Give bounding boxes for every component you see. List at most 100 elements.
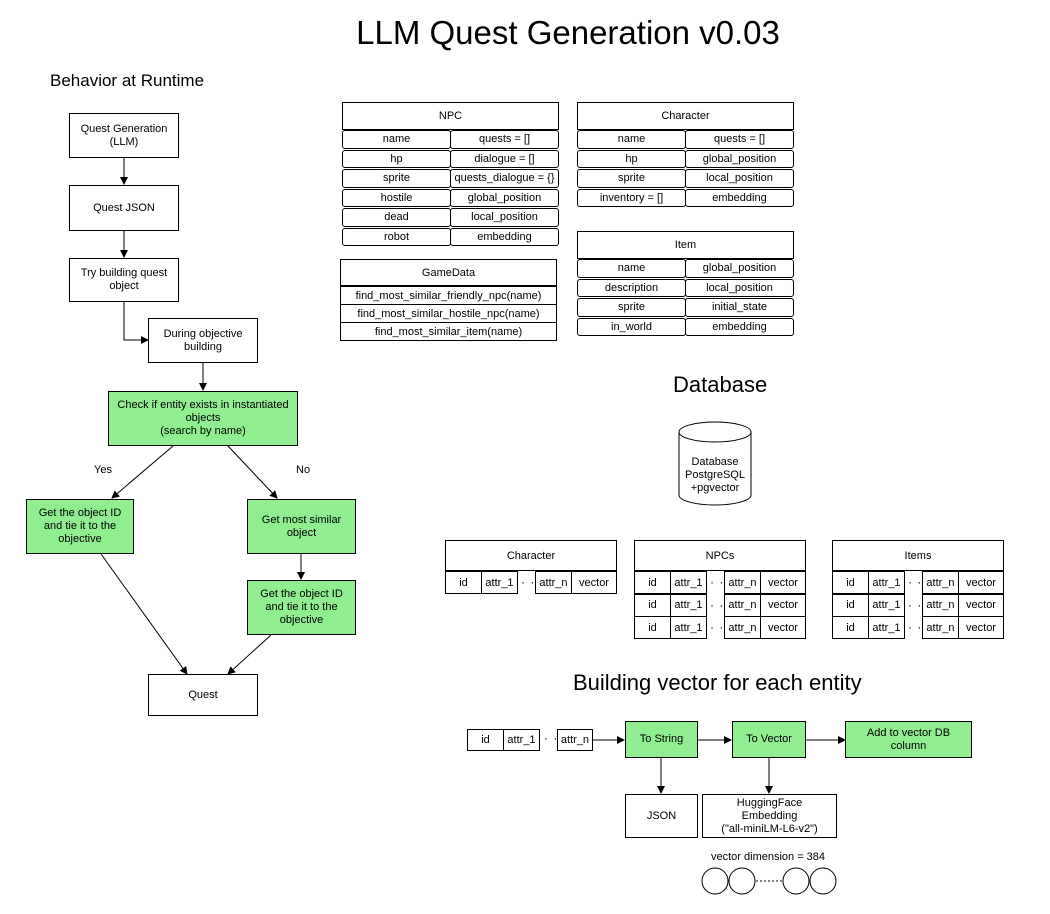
get-object-id-right-node: Get the object ID and tie it to the obje… xyxy=(247,580,356,635)
npc-field: sprite xyxy=(342,169,451,188)
db-attrn-cell: attr_n xyxy=(922,571,959,594)
arrow-check-no xyxy=(227,445,278,499)
db-id-cell: id xyxy=(634,616,671,639)
item-field: sprite xyxy=(577,298,686,317)
item-field: initial_state xyxy=(685,298,794,317)
db-id-cell: id xyxy=(634,571,671,594)
add-to-db-node: Add to vector DB column xyxy=(845,721,972,758)
npc-field: global_position xyxy=(450,188,559,207)
item-field: in_world xyxy=(577,317,686,336)
npc-class-header: NPC xyxy=(342,102,559,130)
json-node: JSON xyxy=(625,794,698,838)
quest-node: Quest xyxy=(148,674,258,716)
most-similar-node: Get most similar object xyxy=(247,499,356,554)
npc-field: robot xyxy=(342,227,451,246)
item-field: local_position xyxy=(685,278,794,297)
db-vector-cell: vector xyxy=(760,571,806,594)
get-object-id-left-node: Get the object ID and tie it to the obje… xyxy=(26,499,134,554)
character-field: sprite xyxy=(577,169,686,188)
npc-field: hp xyxy=(342,149,451,168)
db-id-cell: id xyxy=(832,616,869,639)
npc-field: dead xyxy=(342,208,451,227)
db-vector-cell: vector xyxy=(760,616,806,639)
vector-circle xyxy=(809,867,837,895)
arrow-check-yes xyxy=(111,445,174,499)
db-id-cell: id xyxy=(445,571,482,594)
database-label: Database PostgreSQL +pgvector xyxy=(685,456,745,494)
arrow-left-quest xyxy=(100,553,188,675)
arrow-right-quest xyxy=(227,634,272,675)
vector-dimension-label: vector dimension = 384 xyxy=(711,851,826,863)
db-attr1-cell: attr_1 xyxy=(670,616,707,639)
db-id-cell: id xyxy=(832,571,869,594)
db-attrn-cell: attr_n xyxy=(535,571,572,594)
db-attr1-cell: attr_1 xyxy=(868,571,905,594)
db-attr1-cell: attr_1 xyxy=(481,571,518,594)
database-cylinder xyxy=(678,432,752,506)
db-attrn-cell: attr_n xyxy=(724,593,761,617)
item-field: name xyxy=(577,259,686,278)
yes-label: Yes xyxy=(94,464,112,476)
to-vector-node: To Vector xyxy=(732,721,806,758)
item-field: global_position xyxy=(685,259,794,278)
gamedata-method: find_most_similar_friendly_npc(name) xyxy=(340,286,557,305)
item-field: description xyxy=(577,278,686,297)
try-building-node: Try building quest object xyxy=(69,258,179,302)
db-id-cell: id xyxy=(832,593,869,617)
build-attrn-cell: attr_n xyxy=(557,729,593,751)
db-table-header: Items xyxy=(832,540,1004,571)
db-vector-cell: vector xyxy=(958,616,1004,639)
gamedata-class-header: GameData xyxy=(340,259,557,286)
character-field: inventory = [] xyxy=(577,188,686,207)
quest-generation-node: Quest Generation (LLM) xyxy=(69,113,179,158)
db-vector-cell: vector xyxy=(958,593,1004,617)
arrow-try-during xyxy=(123,302,149,344)
db-attrn-cell: attr_n xyxy=(724,571,761,594)
db-attrn-cell: attr_n xyxy=(922,616,959,639)
check-entity-node: Check if entity exists in instantiated o… xyxy=(108,391,298,446)
to-string-node: To String xyxy=(625,721,698,758)
npc-field: quests = [] xyxy=(450,130,559,149)
character-field: local_position xyxy=(685,169,794,188)
huggingface-node: HuggingFace Embedding ("all-miniLM-L6-v2… xyxy=(702,794,837,838)
behavior-heading: Behavior at Runtime xyxy=(50,71,205,90)
db-attrn-cell: attr_n xyxy=(922,593,959,617)
npc-field: name xyxy=(342,130,451,149)
page-title: LLM Quest Generation v0.03 xyxy=(356,14,780,51)
db-vector-cell: vector xyxy=(571,571,617,594)
building-heading: Building vector for each entity xyxy=(573,670,862,695)
gamedata-method: find_most_similar_hostile_npc(name) xyxy=(340,304,557,323)
character-field: quests = [] xyxy=(685,130,794,149)
vector-circle xyxy=(701,867,729,895)
npc-field: hostile xyxy=(342,188,451,207)
db-vector-cell: vector xyxy=(958,571,1004,594)
gamedata-method: find_most_similar_item(name) xyxy=(340,322,557,341)
db-attr1-cell: attr_1 xyxy=(868,593,905,617)
item-field: embedding xyxy=(685,317,794,336)
character-field: embedding xyxy=(685,188,794,207)
db-attr1-cell: attr_1 xyxy=(670,571,707,594)
db-attr1-cell: attr_1 xyxy=(670,593,707,617)
character-field: global_position xyxy=(685,149,794,168)
vector-circle xyxy=(782,867,810,895)
db-table-header: NPCs xyxy=(634,540,806,571)
no-label: No xyxy=(296,464,311,476)
vector-circle xyxy=(728,867,756,895)
database-heading: Database xyxy=(673,372,768,397)
db-attr1-cell: attr_1 xyxy=(868,616,905,639)
npc-field: quests_dialogue = {} xyxy=(450,169,559,188)
db-attrn-cell: attr_n xyxy=(724,616,761,639)
character-field: name xyxy=(577,130,686,149)
db-table-header: Character xyxy=(445,540,617,571)
npc-field: embedding xyxy=(450,227,559,246)
character-field: hp xyxy=(577,149,686,168)
npc-field: local_position xyxy=(450,208,559,227)
db-vector-cell: vector xyxy=(760,593,806,617)
npc-field: dialogue = [] xyxy=(450,149,559,168)
item-class-header: Item xyxy=(577,231,794,259)
db-id-cell: id xyxy=(634,593,671,617)
quest-json-node: Quest JSON xyxy=(69,185,179,231)
build-attr1-cell: attr_1 xyxy=(503,729,540,751)
during-objective-node: During objective building xyxy=(148,318,258,363)
